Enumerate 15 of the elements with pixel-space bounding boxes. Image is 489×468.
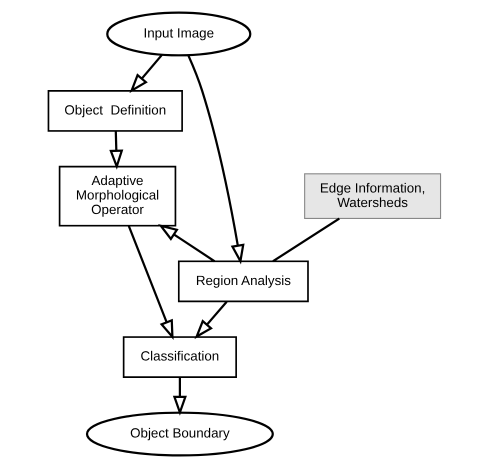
arrow [128, 226, 174, 340]
node-ellipse: Object Boundary [86, 412, 274, 457]
arrow [109, 131, 124, 170]
arrow [187, 54, 245, 264]
node-box: Edge Information, Watersheds [304, 173, 442, 219]
arrow [129, 54, 163, 94]
node-ellipse: Input Image [106, 11, 252, 56]
node-box: Adaptive Morphological Operator [58, 166, 176, 226]
connector [272, 218, 340, 262]
node-box: Object Definition [48, 90, 183, 132]
arrow [172, 377, 187, 416]
arrow [194, 301, 228, 340]
arrow [158, 224, 216, 262]
node-box: Classification [122, 336, 237, 378]
node-box: Region Analysis [178, 260, 309, 302]
